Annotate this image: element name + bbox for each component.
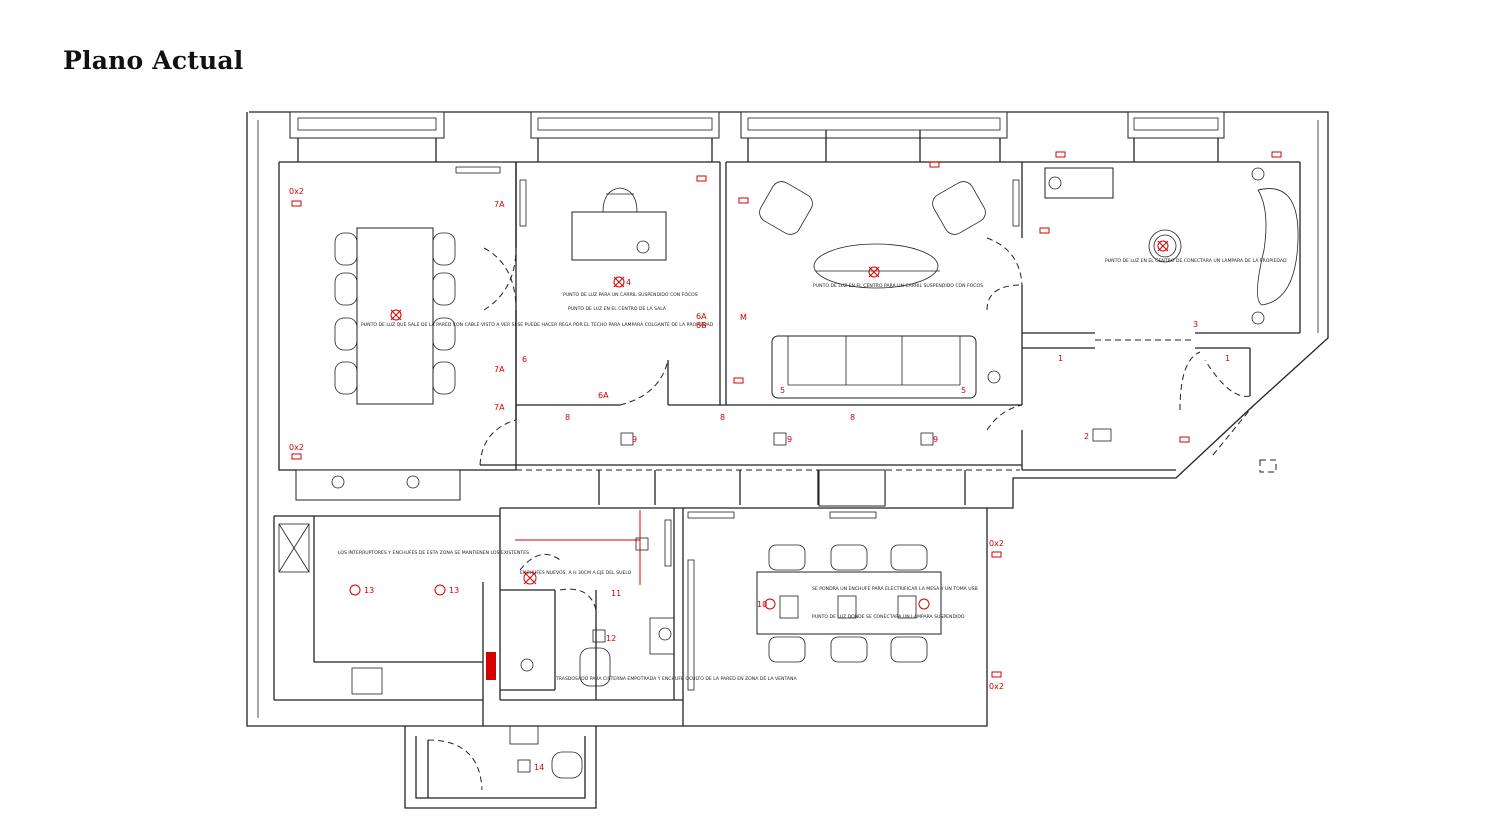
radiators <box>295 166 1020 691</box>
label-9-2: 9 <box>787 435 792 444</box>
page-title: Plano Actual <box>63 46 244 75</box>
label-10: 10 <box>757 600 767 609</box>
compass-icon <box>1259 459 1277 473</box>
notes: PUNTO DE LUZ QUE SALE DE LA PARED CON CA… <box>338 258 1287 682</box>
label-0x2: 0x2 <box>289 187 304 196</box>
note-center: PUNTO DE LUZ EN EL CENTRO DE LA SALA <box>568 306 667 312</box>
note-living: PUNTO DE LUZ EN EL CENTRO PARA UN CARRIL… <box>813 283 983 289</box>
interior-walls <box>273 161 1301 726</box>
label-8: 8 <box>565 413 570 422</box>
label-0x2-2: 0x2 <box>289 443 304 452</box>
furniture <box>278 167 1299 779</box>
label-8-3: 8 <box>850 413 855 422</box>
label-5: 5 <box>780 386 785 395</box>
note-bath: ENCHUFES NUEVOS, A H 30CM A EJE DEL SUEL… <box>520 570 632 576</box>
note-rail: PUNTO DE LUZ PARA UN CARRIL SUSPENDIDO C… <box>563 292 698 298</box>
electrical-marks <box>291 151 1282 680</box>
label-8-2: 8 <box>720 413 725 422</box>
label-9: 9 <box>632 435 637 444</box>
label-4: 4 <box>626 278 631 287</box>
ceiling-lights <box>331 167 1265 773</box>
label-7a-2: 7A <box>494 365 505 374</box>
label-0x2-3: 0x2 <box>989 539 1004 548</box>
label-6a-2: 6A <box>598 391 609 400</box>
label-11: 11 <box>611 589 621 598</box>
note-dining: PUNTO DE LUZ QUE SALE DE LA PARED CON CA… <box>361 322 714 328</box>
label-3: 3 <box>1193 320 1198 329</box>
label-2: 2 <box>1084 432 1089 441</box>
label-5-2: 5 <box>961 386 966 395</box>
label-m: M <box>740 313 747 322</box>
plan-labels: 7A 7A 7A 6A 6B 6A 4 5 5 8 8 8 9 9 9 2 1 … <box>289 187 1230 772</box>
label-13-2: 13 <box>449 586 459 595</box>
label-6a: 6A <box>696 312 707 321</box>
label-6: 6 <box>522 355 527 364</box>
doors <box>427 237 1254 798</box>
label-1-2: 1 <box>1225 354 1230 363</box>
label-12: 12 <box>606 634 616 643</box>
label-7a-3: 7A <box>494 403 505 412</box>
label-1: 1 <box>1058 354 1063 363</box>
label-7a: 7A <box>494 200 505 209</box>
label-9-3: 9 <box>933 435 938 444</box>
label-14: 14 <box>534 763 544 772</box>
note-office: SE PONDRA UN ENCHUFE PARA ELECTRIFICAR L… <box>812 586 978 592</box>
note-switches: LOS INTERRUPTORES Y ENCHUFES DE ESTA ZON… <box>338 550 529 556</box>
label-13: 13 <box>364 586 374 595</box>
outer-walls <box>246 111 1329 809</box>
note-shower: TRASDOSADO PARA CISTERNA EMPOTRADA Y ENC… <box>555 676 797 682</box>
top-windows <box>289 111 1225 162</box>
note-right: PUNTO DE LUZ EN EL CENTRO DE CONECTARA U… <box>1105 258 1287 264</box>
label-6b: 6B <box>696 321 707 330</box>
note-office2: PUNTO DE LUZ DONDE SE CONECTARA UN LAMPA… <box>812 614 965 620</box>
label-0x2-4: 0x2 <box>989 682 1004 691</box>
